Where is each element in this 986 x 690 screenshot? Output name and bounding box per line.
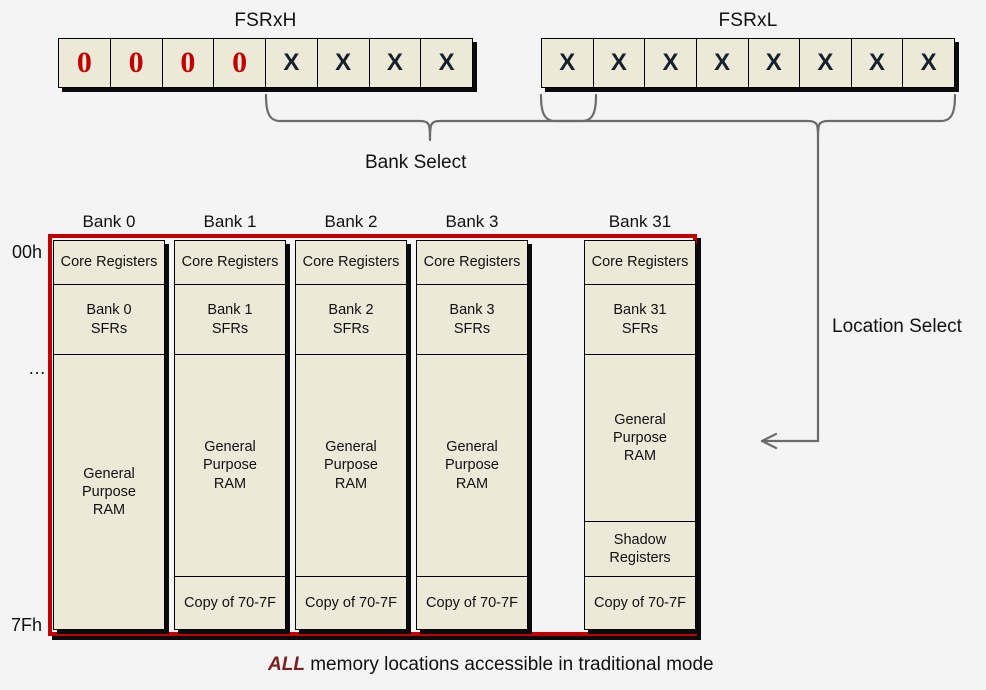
bank-label-bank-1: Bank 1 bbox=[203, 212, 257, 231]
bank-section[interactable]: General Purpose RAM bbox=[81, 465, 136, 519]
address-label-bottom: 7Fh bbox=[10, 615, 42, 635]
bank-column-bank-0[interactable]: Core Registers Bank 0 SFRs General Purpo… bbox=[53, 240, 165, 630]
bank-section[interactable]: Bank 3 SFRs bbox=[417, 285, 527, 355]
register-bit-cell[interactable]: X bbox=[542, 39, 594, 87]
register-bit-cell[interactable]: X bbox=[800, 39, 852, 87]
register-fsrxh: 0 0 0 0 X X X X bbox=[58, 38, 473, 88]
bank-section[interactable]: Bank 2 SFRs bbox=[296, 285, 406, 355]
bank-column-bank-3[interactable]: Core Registers Bank 3 SFRs General Purpo… bbox=[416, 240, 528, 630]
bank-section[interactable]: Copy of 70-7F bbox=[184, 594, 276, 611]
register-bit-cell[interactable]: X bbox=[593, 39, 646, 87]
register-title-fsrxh: FSRxH bbox=[234, 10, 297, 31]
bank-section[interactable]: Copy of 70-7F bbox=[594, 594, 686, 611]
register-title-fsrxl: FSRxL bbox=[718, 10, 778, 31]
register-bit-cell[interactable]: 0 bbox=[162, 39, 215, 87]
diagram-caption: ALL memory locations accessible in tradi… bbox=[268, 654, 714, 676]
bank-section[interactable]: Core Registers bbox=[296, 241, 406, 285]
location-select-label: Location Select bbox=[832, 316, 962, 337]
address-label-top: 00h bbox=[11, 242, 42, 262]
bank-column-bank-1[interactable]: Core Registers Bank 1 SFRs General Purpo… bbox=[174, 240, 286, 630]
register-bit-cell[interactable]: 0 bbox=[110, 39, 163, 87]
register-bit-cell[interactable]: 0 bbox=[59, 39, 111, 87]
bank-select-label: Bank Select bbox=[365, 152, 467, 173]
bank-section[interactable]: Core Registers bbox=[175, 241, 285, 285]
bank-section[interactable]: Bank 1 SFRs bbox=[175, 285, 285, 355]
bank-section[interactable]: Copy of 70-7F bbox=[426, 594, 518, 611]
register-fsrxl: X X X X X X X X bbox=[541, 38, 955, 88]
caption-rest: memory locations accessible in tradition… bbox=[304, 654, 714, 675]
bank-label-bank-31: Bank 31 bbox=[608, 212, 672, 231]
bank-section[interactable]: Core Registers bbox=[417, 241, 527, 285]
bank-section[interactable]: General Purpose RAM bbox=[417, 355, 527, 577]
register-bit-cell[interactable]: X bbox=[421, 39, 472, 87]
bank-section[interactable]: General Purpose RAM bbox=[296, 355, 406, 577]
bank-section[interactable]: Copy of 70-7F bbox=[305, 594, 397, 611]
register-bit-cell[interactable]: X bbox=[645, 39, 697, 87]
bank-section[interactable]: Core Registers bbox=[54, 241, 164, 285]
bank-column-bank-31[interactable]: Core Registers Bank 31 SFRs General Purp… bbox=[584, 240, 696, 630]
bank-section[interactable]: Shadow Registers bbox=[585, 522, 695, 577]
bank-section[interactable]: Core Registers bbox=[585, 241, 695, 285]
bank-label-bank-2: Bank 2 bbox=[324, 212, 378, 231]
bank-section[interactable]: General Purpose RAM bbox=[175, 355, 285, 577]
bank-section[interactable]: Bank 0 SFRs bbox=[54, 285, 164, 355]
register-bit-cell[interactable]: X bbox=[903, 39, 954, 87]
register-bit-cell[interactable]: X bbox=[266, 39, 318, 87]
bank-label-bank-3: Bank 3 bbox=[445, 212, 499, 231]
caption-emphasis: ALL bbox=[268, 654, 305, 675]
register-bit-cell[interactable]: X bbox=[748, 39, 801, 87]
register-bit-cell[interactable]: X bbox=[317, 39, 370, 87]
register-bit-cell[interactable]: 0 bbox=[214, 39, 266, 87]
bank-column-bank-2[interactable]: Core Registers Bank 2 SFRs General Purpo… bbox=[295, 240, 407, 630]
register-bit-cell[interactable]: X bbox=[851, 39, 904, 87]
bank-section[interactable]: Bank 31 SFRs bbox=[585, 285, 695, 355]
address-label-middle: … bbox=[28, 358, 47, 378]
bank-section[interactable]: General Purpose RAM bbox=[585, 355, 695, 522]
register-bit-cell[interactable]: X bbox=[369, 39, 422, 87]
register-bit-cell[interactable]: X bbox=[696, 39, 749, 87]
bank-label-bank-0: Bank 0 bbox=[82, 212, 136, 231]
